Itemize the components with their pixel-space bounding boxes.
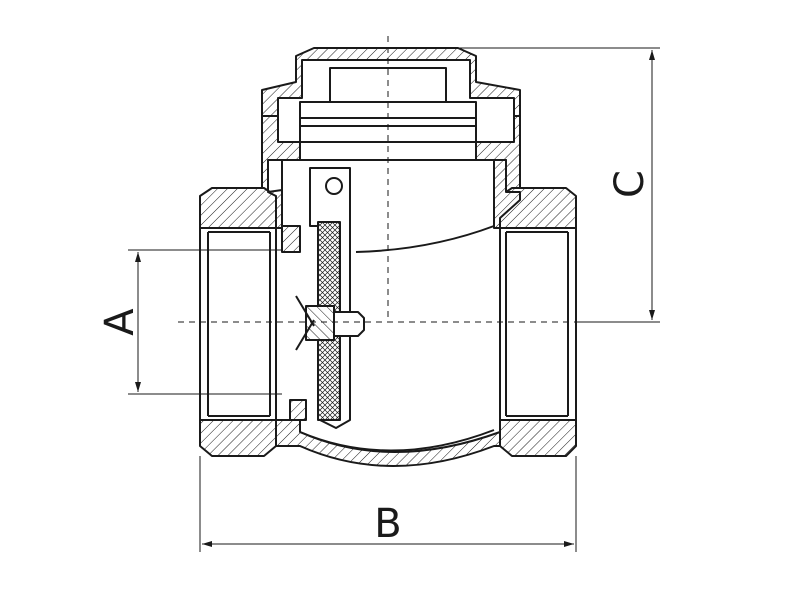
disc-nut [305,305,335,341]
bottom-inner-contour [299,429,495,452]
left-end-hex [199,187,277,229]
dimension-c [458,47,660,323]
right-end-hex-bottom [499,419,577,457]
left-thread-lines [207,231,271,417]
dim-a-label: A [97,308,143,336]
left-end-hex-bottom [199,419,277,457]
body-bottom-shell [275,419,501,467]
dim-c-label: C [607,170,653,198]
dimension-a [128,249,282,395]
valve-seat-bottom [289,399,307,421]
disc-nut-head [333,311,365,337]
center-lines [178,36,650,323]
left-bore [199,227,277,421]
dimension-b [199,456,577,552]
right-thread-lines [505,231,569,417]
hinge-pin [325,177,343,195]
right-bore [499,227,577,421]
valve-seat [281,225,301,253]
valve-body [199,47,577,467]
internal-contour [355,225,495,253]
dim-b-label: B [374,501,401,547]
